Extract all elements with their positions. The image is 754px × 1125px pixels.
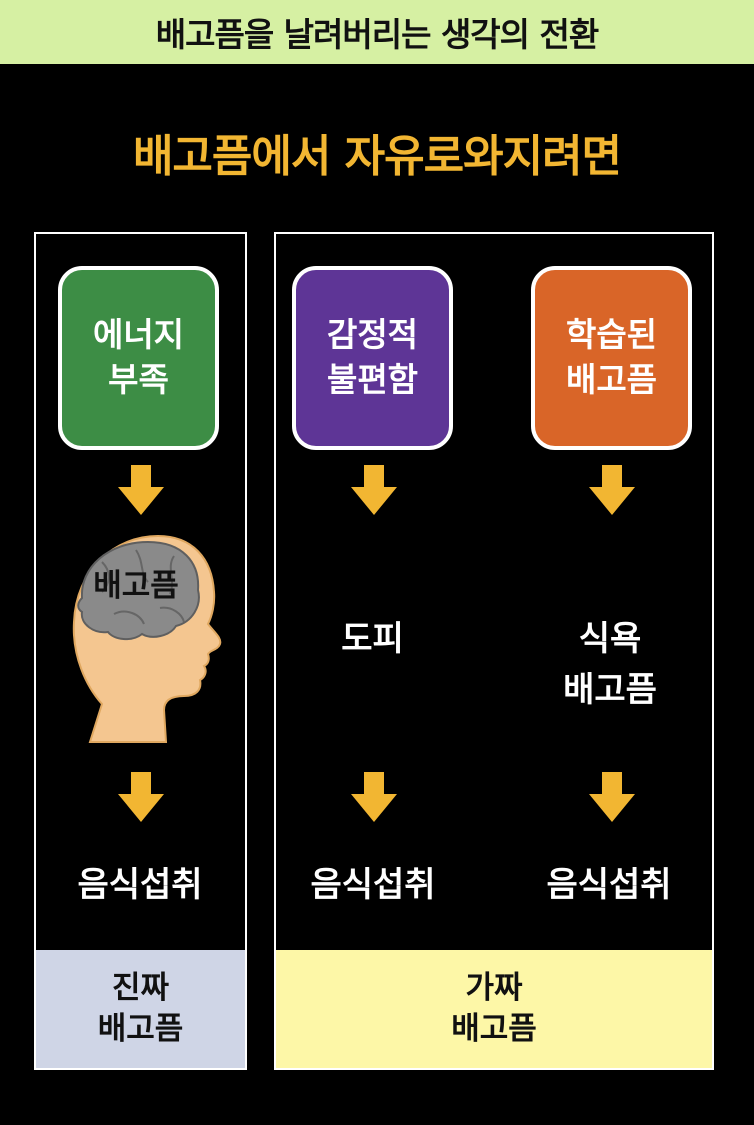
appetite-line: 배고픔 bbox=[563, 670, 657, 710]
footer-line: 가짜 bbox=[465, 970, 523, 1007]
top-banner: 배고픔을 날려버리는 생각의 전환 bbox=[0, 0, 754, 64]
main-title: 배고픔에서 자유로와지려면 bbox=[132, 131, 622, 182]
down-arrow-icon bbox=[589, 772, 635, 822]
appetite-line: 식욕 bbox=[578, 619, 642, 659]
down-arrow-icon bbox=[118, 772, 164, 822]
food-intake-label: 음식섭취 bbox=[546, 865, 672, 905]
escape-label: 도피 bbox=[300, 614, 445, 665]
real-hunger-footer: 진짜 배고픔 bbox=[36, 950, 245, 1068]
down-arrow-icon bbox=[118, 465, 164, 515]
box-line: 불편함 bbox=[326, 360, 419, 399]
food-intake-label: 음식섭취 bbox=[310, 865, 436, 905]
down-arrow-icon bbox=[351, 465, 397, 515]
down-arrow-icon bbox=[589, 465, 635, 515]
box-line: 에너지 bbox=[92, 315, 185, 355]
head-brain-icon bbox=[72, 534, 222, 743]
emotional-discomfort-box: 감정적 불편함 bbox=[292, 266, 453, 450]
fake-hunger-column bbox=[274, 232, 714, 1070]
box-line: 감정적 bbox=[326, 315, 419, 355]
appetite-label: 식욕 배고픔 bbox=[540, 614, 680, 716]
fake-hunger-footer: 가짜 배고픔 bbox=[276, 950, 712, 1068]
box-line: 학습된 bbox=[565, 315, 658, 355]
footer-line: 배고픔 bbox=[451, 1011, 537, 1047]
footer-line: 진짜 bbox=[111, 970, 170, 1007]
food-intake-label: 음식섭취 bbox=[77, 865, 203, 905]
brain-label: 배고픔 bbox=[93, 568, 179, 604]
escape-text: 도피 bbox=[341, 619, 404, 659]
banner-text: 배고픔을 날려버리는 생각의 전환 bbox=[155, 15, 600, 54]
learned-hunger-box: 학습된 배고픔 bbox=[531, 266, 692, 450]
box-line: 부족 bbox=[108, 360, 169, 399]
footer-line: 배고픔 bbox=[97, 1011, 184, 1047]
real-hunger-column bbox=[34, 232, 247, 1070]
down-arrow-icon bbox=[351, 772, 397, 822]
box-line: 배고픔 bbox=[565, 360, 658, 399]
energy-shortage-box: 에너지 부족 bbox=[58, 266, 219, 450]
